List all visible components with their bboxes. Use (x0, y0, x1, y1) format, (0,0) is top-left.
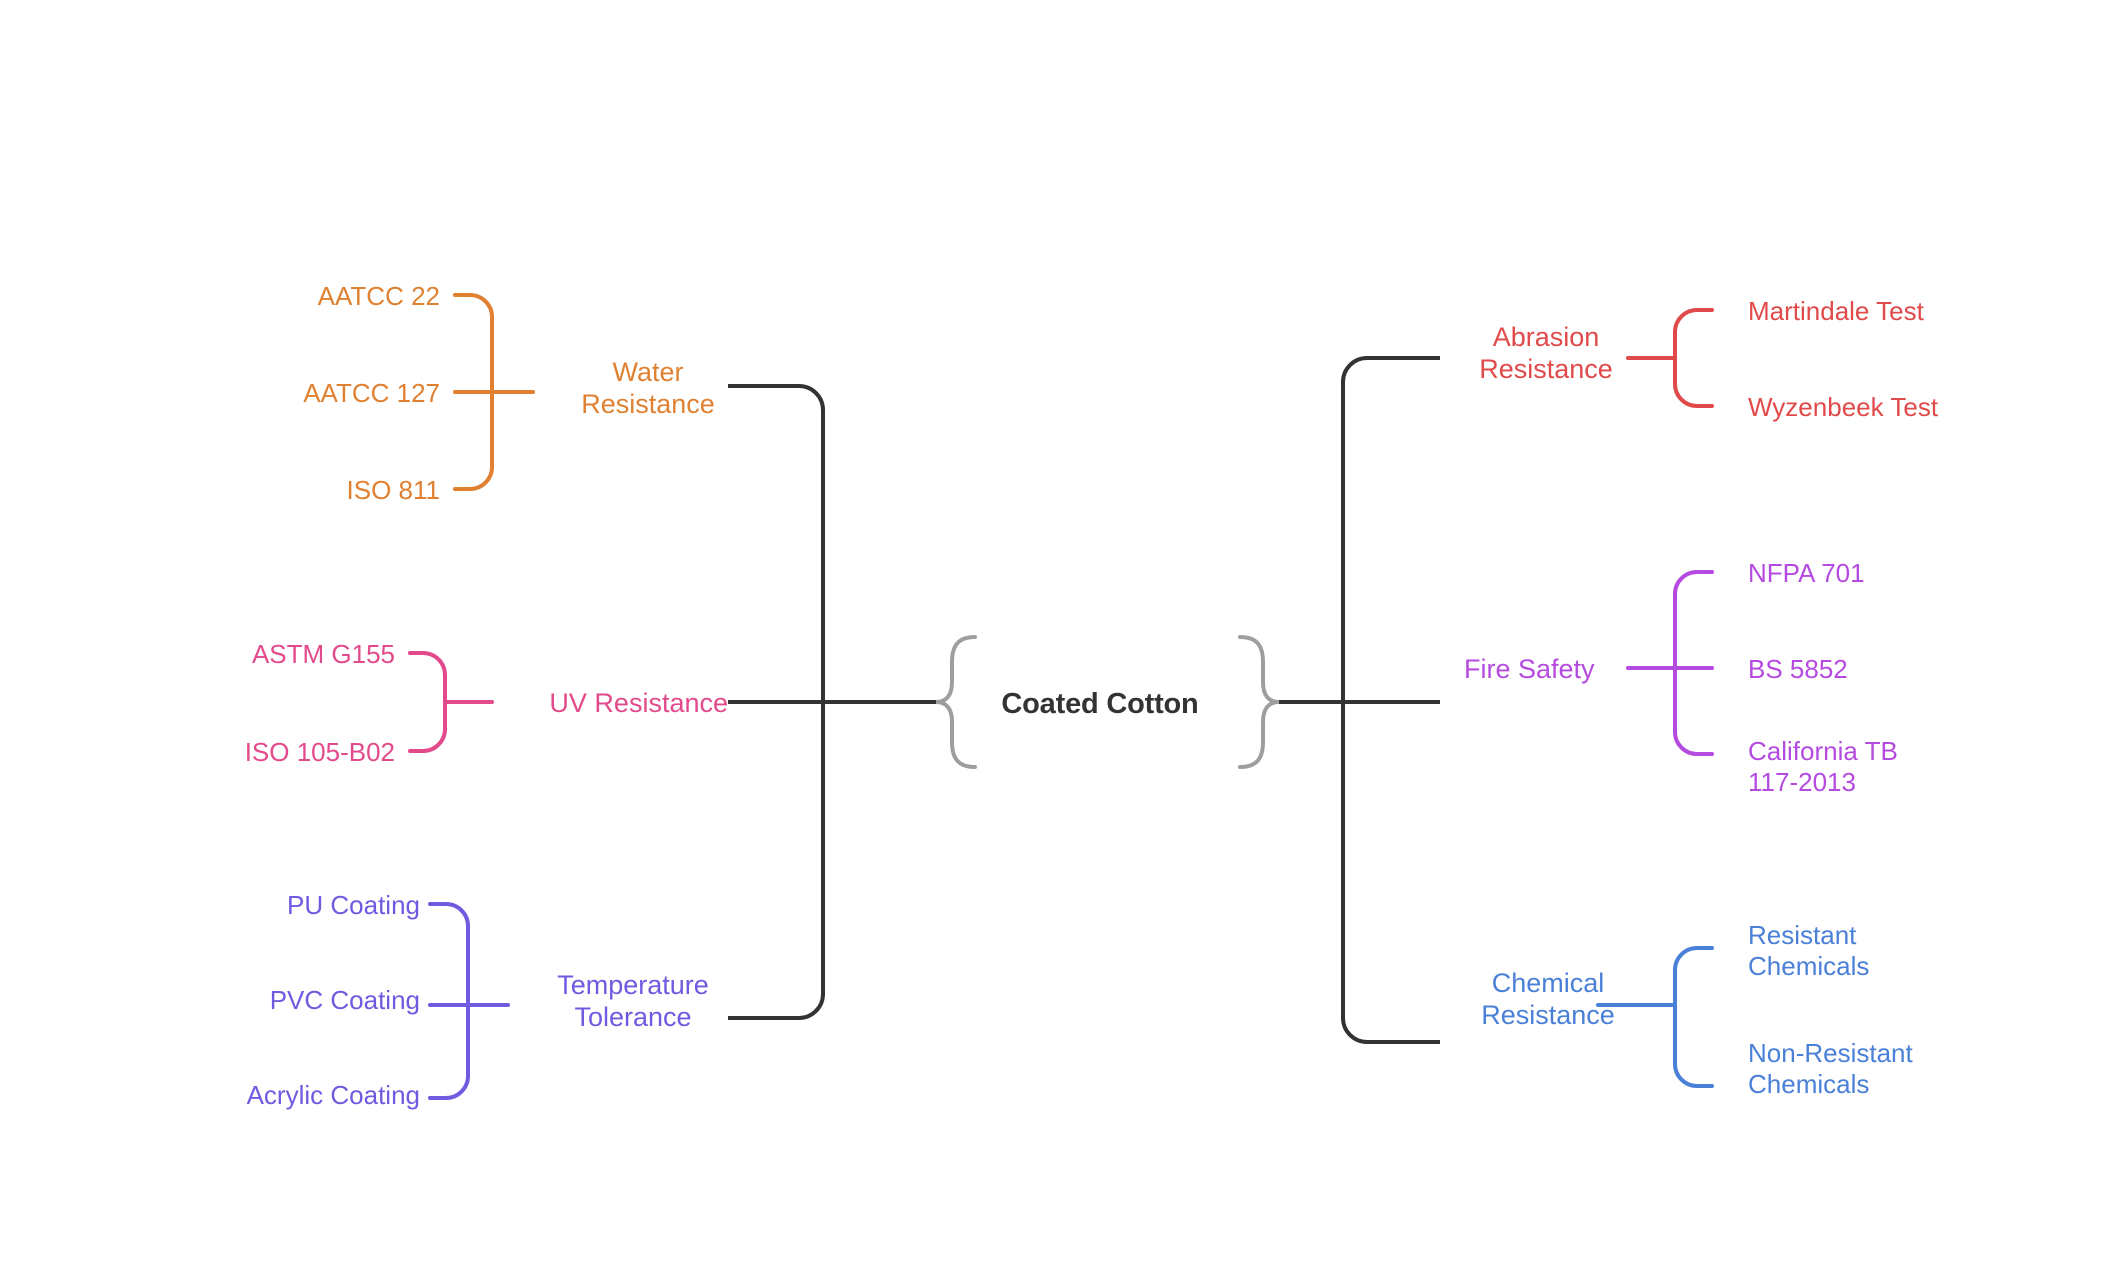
node-chemical-resistance[interactable]: Chemical Resistance (1481, 968, 1615, 1030)
node-abrasion-resistance[interactable]: Abrasion Resistance (1479, 322, 1613, 384)
node-root[interactable]: Coated Cotton (1001, 688, 1199, 720)
trunk-right (1279, 356, 1440, 1044)
node-acrylic-coating[interactable]: Acrylic Coating (246, 1080, 420, 1110)
bracket-chemical-resistance (1596, 946, 1714, 1088)
node-non-resistant-chemicals[interactable]: Non-Resistant Chemicals (1748, 1038, 1913, 1099)
node-water-resistance[interactable]: Water Resistance (581, 357, 715, 419)
bracket-temperature-tolerance (428, 902, 510, 1100)
bracket-water-resistance (453, 293, 535, 491)
bracket-abrasion-resistance (1626, 308, 1714, 408)
node-california-tb-117[interactable]: California TB 117-2013 (1748, 736, 1898, 797)
node-fire-safety[interactable]: Fire Safety (1464, 654, 1595, 684)
node-bs-5852[interactable]: BS 5852 (1748, 654, 1848, 684)
node-pu-coating[interactable]: PU Coating (287, 890, 420, 920)
bracket-fire-safety (1626, 570, 1714, 756)
node-iso-105-b02[interactable]: ISO 105-B02 (244, 737, 395, 767)
trunk-left (728, 384, 936, 1020)
node-aatcc-127[interactable]: AATCC 127 (303, 378, 440, 408)
node-uv-resistance[interactable]: UV Resistance (549, 688, 728, 718)
node-martindale-test[interactable]: Martindale Test (1748, 296, 1924, 326)
node-wyzenbeek-test[interactable]: Wyzenbeek Test (1748, 392, 1939, 422)
node-resistant-chemicals[interactable]: Resistant Chemicals (1748, 920, 1870, 981)
node-temperature-tolerance[interactable]: Temperature Tolerance (557, 970, 709, 1032)
node-nfpa-701[interactable]: NFPA 701 (1748, 558, 1865, 588)
node-pvc-coating[interactable]: PVC Coating (269, 985, 420, 1015)
bracket-uv-resistance (408, 651, 494, 753)
node-iso-811[interactable]: ISO 811 (346, 475, 440, 505)
root-brace-right (1238, 635, 1280, 769)
node-aatcc-22[interactable]: AATCC 22 (317, 281, 440, 311)
node-astm-g155[interactable]: ASTM G155 (251, 639, 395, 669)
